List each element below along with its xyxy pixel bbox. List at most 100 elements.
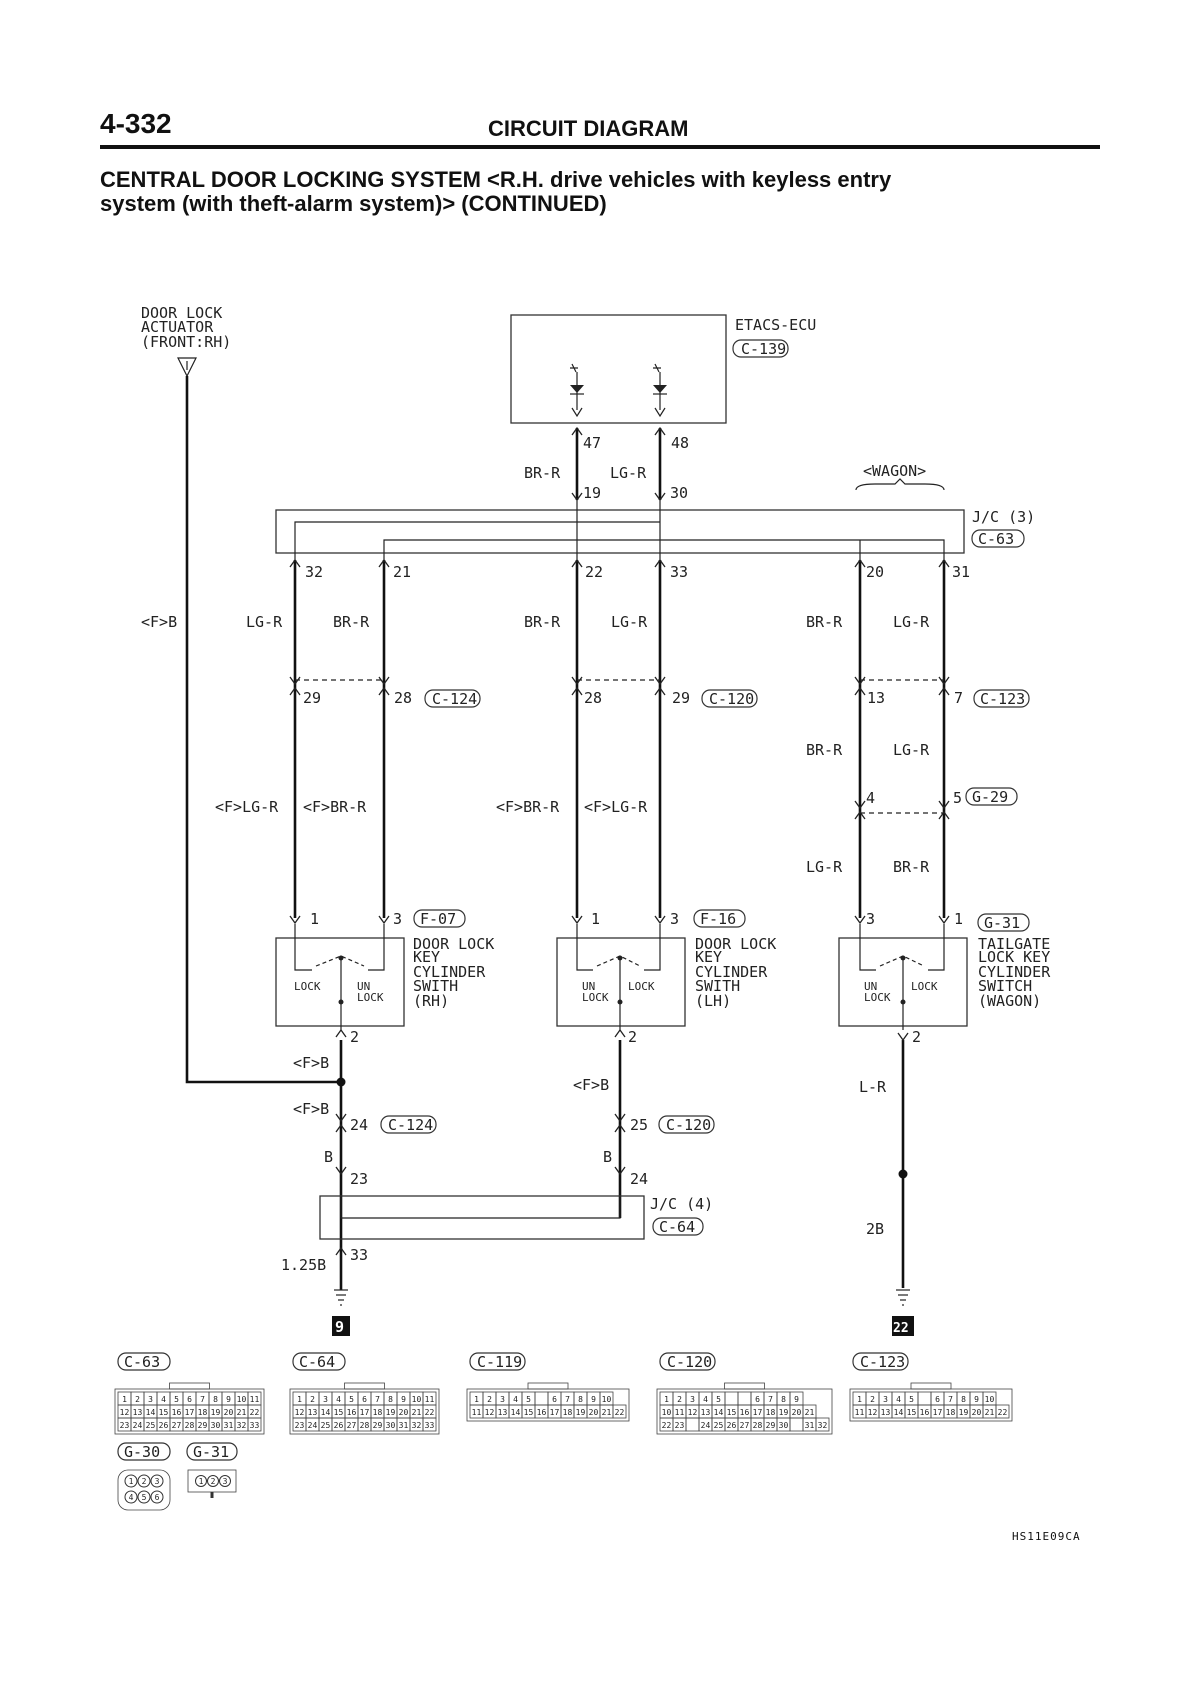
connector-pin-number: 1 [297,1395,302,1404]
connector-pin-number: 7 [375,1395,380,1404]
connector-pin-number: 17 [360,1408,370,1417]
connector-pin-cell [195,1475,207,1487]
svg-text:C-123: C-123 [860,1353,905,1371]
connector-pin-number: 23 [295,1421,305,1430]
connector-pin-number: 16 [537,1408,547,1417]
svg-text:DOOR LOCK: DOOR LOCK [695,935,776,953]
connector-pin-number: 17 [753,1408,763,1417]
connector-pin-number: 3 [500,1395,505,1404]
connector-pin-number: 3 [155,1477,160,1486]
connector-pin-number: 7 [948,1395,953,1404]
connector-pin-number: 22 [615,1408,625,1417]
connector-pin-number: 9 [794,1395,799,1404]
svg-text:C-119: C-119 [477,1353,522,1371]
connector-pin-number: 1 [122,1395,127,1404]
connector-pin-number: 21 [412,1408,422,1417]
connector-pin-cell [150,1474,164,1488]
ecu-ref-badge: C-139 [732,339,789,358]
svg-text:C-124: C-124 [388,1116,433,1134]
connector-pin-number: 4 [129,1493,134,1502]
svg-text:LOCK: LOCK [294,980,321,993]
svg-text:J/C (4): J/C (4) [650,1195,713,1213]
connector-pin-number: 11 [472,1408,482,1417]
connector-pin-number: 18 [198,1408,208,1417]
connector-pin-number: 3 [148,1395,153,1404]
wire-label-2b: 2B [866,1220,884,1238]
connector-pin-number: 1 [199,1477,204,1486]
connector-pin-number: 2 [142,1477,147,1486]
svg-text:C-120: C-120 [709,690,754,708]
connector-pin-number: 11 [675,1408,685,1417]
svg-text:28: 28 [394,689,412,707]
connector-pin-number: 1 [664,1395,669,1404]
connector-pin-number: 6 [187,1395,192,1404]
connector-pin-number: 22 [998,1408,1008,1417]
connector-pin-number: 1 [474,1395,479,1404]
svg-text:1: 1 [954,910,963,928]
svg-text:G-30: G-30 [124,1443,160,1461]
connector-pin-number: 2 [310,1395,315,1404]
connector-pin-cell [917,1391,932,1406]
connector-pin-number: 24 [701,1421,711,1430]
connector-pin-number: 13 [881,1408,891,1417]
jc3-pin-22: 22 [585,563,603,581]
svg-text:CYLINDER: CYLINDER [978,963,1051,981]
connector-pin-number: 25 [714,1421,724,1430]
svg-text:G-31: G-31 [984,914,1020,932]
connector-pin-number: 3 [883,1395,888,1404]
jc3-pin-30: 30 [670,484,688,502]
svg-text:F-07: F-07 [420,910,456,928]
connector-pin-number: 7 [565,1395,570,1404]
junction-connector-3: J/C (3) C-63 [275,500,1035,560]
connector-pin-number: 30 [386,1421,396,1430]
svg-text:29: 29 [672,689,690,707]
actuator-label-1: DOOR LOCK [141,304,222,322]
connector-pin-number: 10 [662,1408,672,1417]
svg-text:C-63: C-63 [978,530,1014,548]
connector-pin-number: 9 [974,1395,979,1404]
door-lock-key-cylinder-switch-lh: 1 3 F-16 UN LOCK LOCK DOOR LOCK KEY CYLI… [556,909,776,1030]
svg-text:SWITCH: SWITCH [978,977,1032,995]
connector-pin-number: 19 [779,1408,789,1417]
connector-pin-number: 18 [563,1408,573,1417]
ground-point-22: 22 [892,1316,914,1336]
svg-text:CYLINDER: CYLINDER [695,963,768,981]
connector-pin-number: 6 [935,1395,940,1404]
connector-pin-cell [789,1417,804,1432]
svg-text:LOCK: LOCK [628,980,655,993]
connector-pin-number: 5 [909,1395,914,1404]
connector-pin-number: 16 [347,1408,357,1417]
connector-pin-number: 4 [161,1395,166,1404]
connector-c120-upper: 28 29 C-120 [571,676,758,708]
connector-pin-number: 6 [155,1493,160,1502]
ground-icon [334,1260,348,1306]
svg-text:G-31: G-31 [193,1443,229,1461]
connector-pin-number: 15 [727,1408,737,1417]
connector-pin-number: 6 [552,1395,557,1404]
connector-pin-number: 18 [373,1408,383,1417]
connector-pin-number: 16 [740,1408,750,1417]
connector-pin-number: 27 [172,1421,182,1430]
connector-pin-number: 22 [662,1421,672,1430]
wire-label-lg-r: LG-R [246,613,283,631]
connector-lock-tab [169,1382,210,1390]
connector-pin-number: 32 [818,1421,828,1430]
connector-pin-cell [612,1404,627,1419]
wire-label-lg-r: LG-R [610,464,647,482]
wire-label-f-b: <F>B [141,613,177,631]
jc3-pin-21: 21 [393,563,411,581]
svg-text:1: 1 [310,910,319,928]
connector-pin-number: 27 [740,1421,750,1430]
svg-text:3: 3 [393,910,402,928]
title-line-1: CENTRAL DOOR LOCKING SYSTEM <R.H. drive … [100,167,892,192]
connector-pin-number: 13 [498,1408,508,1417]
wire-label-1-25b: 1.25B [281,1256,326,1274]
connector-pin-number: 19 [959,1408,969,1417]
connector-pin-cell [124,1474,138,1488]
connector-pin-number: 31 [224,1421,234,1430]
connector-pin-number: 20 [399,1408,409,1417]
connector-pin-number: 5 [716,1395,721,1404]
jc3-pin-32: 32 [305,563,323,581]
jc3-pin-31: 31 [952,563,970,581]
